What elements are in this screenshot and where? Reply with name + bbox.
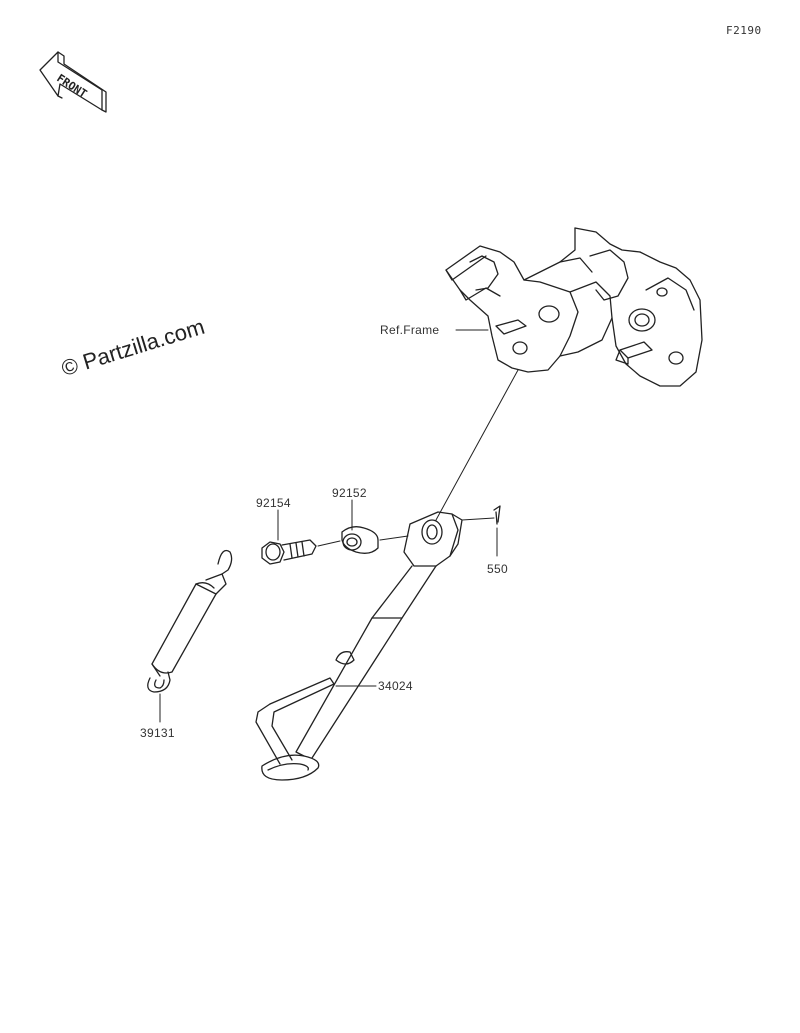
callout-550: 550 bbox=[487, 562, 508, 576]
spring-39131 bbox=[147, 549, 233, 693]
side-stand bbox=[255, 511, 463, 781]
callout-ref-frame: Ref.Frame bbox=[380, 323, 440, 337]
callout-92152: 92152 bbox=[332, 486, 367, 500]
callout-34024: 34024 bbox=[378, 679, 413, 693]
figure-code: F2190 bbox=[726, 24, 762, 37]
front-arrow-icon bbox=[39, 51, 107, 113]
callout-92154: 92154 bbox=[256, 496, 291, 510]
callout-39131: 39131 bbox=[140, 726, 175, 740]
collar-92152 bbox=[341, 526, 379, 554]
cotter-pin-550 bbox=[493, 505, 501, 525]
bolt-92154 bbox=[261, 539, 317, 565]
frame-bracket bbox=[445, 227, 703, 387]
